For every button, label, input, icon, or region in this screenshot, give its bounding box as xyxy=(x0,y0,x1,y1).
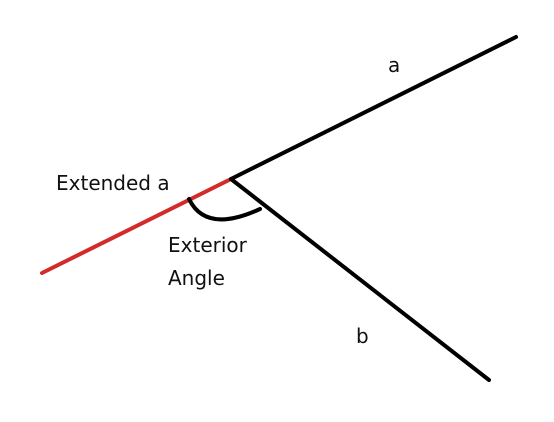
extended-a-line xyxy=(40,177,233,275)
label-extended-a: Extended a xyxy=(56,171,170,195)
label-a: a xyxy=(388,53,400,77)
exterior-angle-arc xyxy=(187,197,262,222)
label-b: b xyxy=(356,324,369,348)
line-a xyxy=(229,35,518,181)
label-angle: Angle xyxy=(168,266,225,290)
label-exterior: Exterior xyxy=(168,233,248,257)
line-b xyxy=(229,177,491,382)
